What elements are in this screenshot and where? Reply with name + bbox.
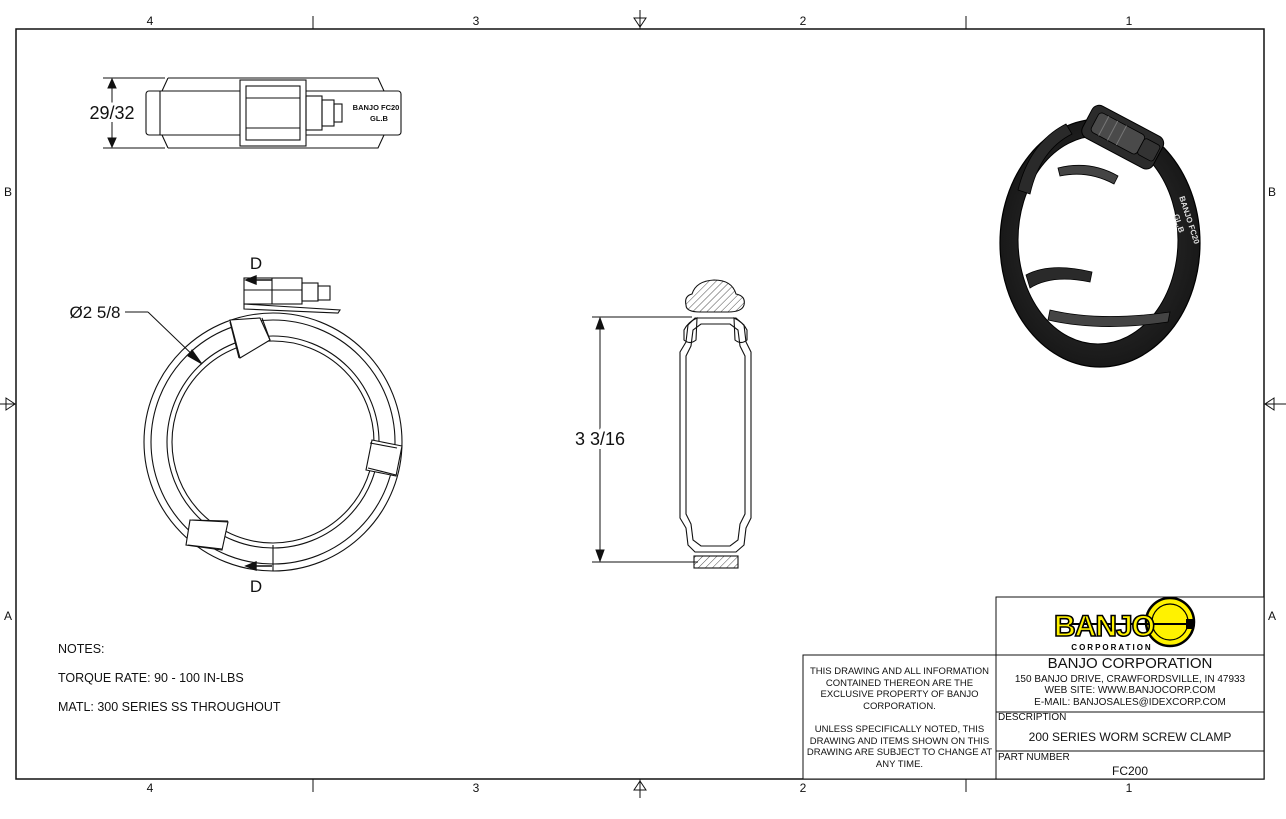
width-dimension-label: 29/32	[89, 103, 134, 123]
front-view	[143, 277, 403, 572]
banjo-logo-text: BANJO	[1054, 610, 1155, 643]
company-website: WEB SITE: WWW.BANJOCORP.COM	[1044, 685, 1216, 696]
company-address: 150 BANJO DRIVE, CRAWFORDSVILLE, IN 4793…	[1014, 674, 1246, 685]
band-marking-line1: BANJO FC20	[353, 103, 400, 112]
company-name: BANJO CORPORATION	[1047, 655, 1213, 672]
section-view	[679, 279, 752, 569]
top-view: BANJO FC20 GL.B	[145, 77, 402, 149]
zone-bottom-2: 2	[800, 781, 807, 795]
zone-bottom-3: 3	[473, 781, 480, 795]
zone-top-2: 2	[800, 14, 807, 28]
section-label-top: D	[250, 254, 262, 273]
zone-top-4: 4	[147, 14, 154, 28]
change-notice: UNLESS SPECIFICALLY NOTED, THIS DRAWING …	[806, 724, 993, 770]
property-notice: THIS DRAWING AND ALL INFORMATION CONTAIN…	[809, 666, 990, 712]
title-block-frame	[802, 596, 1265, 780]
section-arrows	[244, 274, 272, 572]
part-number-value: FC200	[1111, 764, 1149, 778]
zone-bottom-1: 1	[1126, 781, 1133, 795]
description-value: 200 SERIES WORM SCREW CLAMP	[1028, 730, 1232, 744]
width-dimension	[103, 77, 165, 149]
zone-right-b: B	[1268, 185, 1276, 199]
zone-bottom-4: 4	[147, 781, 154, 795]
notes-material: MATL: 300 SERIES SS THROUGHOUT	[58, 700, 281, 714]
centering-marks	[5, 10, 1275, 798]
zone-left-b: B	[4, 185, 12, 199]
description-label: DESCRIPTION	[998, 712, 1067, 723]
height-dimension-label: 3 3/16	[575, 429, 625, 449]
height-dimension	[592, 316, 698, 563]
zone-labels: 4 3 2 1 4 3 2 1 B A B A	[4, 14, 1276, 795]
notes-torque-rate: TORQUE RATE: 90 - 100 IN-LBS	[58, 671, 244, 685]
notes-heading: NOTES:	[58, 642, 105, 656]
zone-right-a: A	[1268, 609, 1276, 623]
part-number-label: PART NUMBER	[998, 752, 1070, 763]
banjo-logo: BANJO CORPORATION	[1053, 596, 1196, 652]
band-marking-line2: GL.B	[370, 114, 388, 123]
section-label-bottom: D	[250, 577, 262, 596]
isometric-view: BANJO FC20 GL.B	[999, 104, 1201, 368]
zone-top-3: 3	[473, 14, 480, 28]
banjo-logo-subtext: CORPORATION	[1071, 643, 1152, 652]
diameter-leader	[125, 311, 203, 365]
zone-top-1: 1	[1126, 14, 1133, 28]
company-email: E-MAIL: BANJOSALES@IDEXCORP.COM	[1034, 697, 1226, 708]
diameter-dimension-label: Ø2 5/8	[69, 303, 120, 322]
zone-left-a: A	[4, 609, 12, 623]
